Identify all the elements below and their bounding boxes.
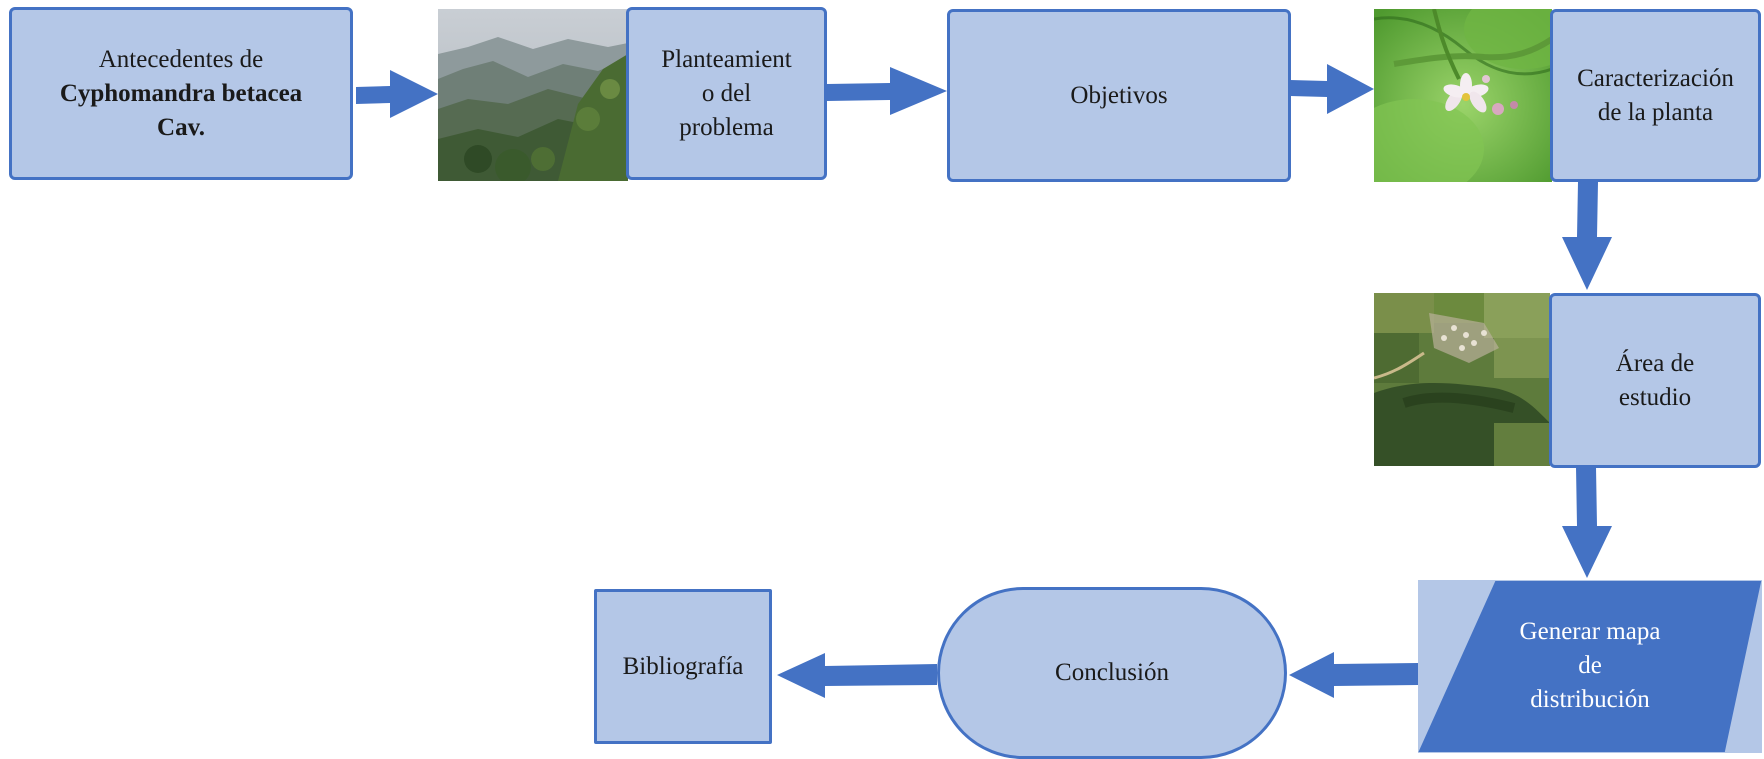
planteamiento-line2: o del [701, 79, 752, 107]
planteamiento-box: Planteamient o del problema [626, 7, 827, 180]
generar-parallelogram [1418, 580, 1762, 753]
flower-photo [1374, 9, 1552, 182]
conclusion-terminal: Conclusión [937, 587, 1287, 759]
caracterizacion-line1: Caracterización [1577, 64, 1734, 92]
arrow-area-generar [1562, 467, 1612, 578]
bibliografia-box: Bibliografía [594, 589, 772, 744]
generar-line1: Generar mapa [1519, 618, 1661, 645]
generar-line3: distribución [1530, 686, 1650, 713]
arrow-objetivos-caracterizacion [1290, 64, 1374, 114]
bibliografia-label: Bibliografía [622, 652, 744, 680]
antecedentes-author: Cav. [157, 113, 205, 141]
conclusion-label: Conclusión [1055, 659, 1169, 686]
aerial-photo [1374, 293, 1550, 466]
arrow-conclusion-bibliografia [777, 653, 937, 698]
antecedentes-line1: Antecedentes de [98, 45, 264, 73]
mountain-photo [438, 9, 628, 181]
caracterizacion-line2: de la planta [1597, 98, 1714, 126]
arrow-caracterizacion-area [1562, 182, 1612, 290]
area-box: Área de estudio [1549, 293, 1761, 468]
arrow-generar-conclusion [1289, 652, 1418, 698]
antecedentes-species: Cyphomandra betacea [59, 79, 303, 107]
planteamiento-line1: Planteamient [661, 45, 792, 73]
objetivos-label: Objetivos [1070, 81, 1168, 109]
arrow-planteamiento-objetivos [827, 67, 947, 115]
objetivos-box: Objetivos [947, 9, 1291, 182]
area-line2: estudio [1618, 383, 1692, 411]
area-line1: Área de [1615, 349, 1695, 377]
caracterizacion-box: Caracterización de la planta [1550, 9, 1761, 182]
generar-label: Generar mapa de distribución [1470, 605, 1710, 727]
arrow-antecedentes-planteamiento [356, 70, 438, 118]
generar-line2: de [1578, 652, 1602, 679]
antecedentes-box: Antecedentes de Cyphomandra betacea Cav. [9, 7, 353, 180]
planteamiento-line3: problema [679, 113, 774, 141]
